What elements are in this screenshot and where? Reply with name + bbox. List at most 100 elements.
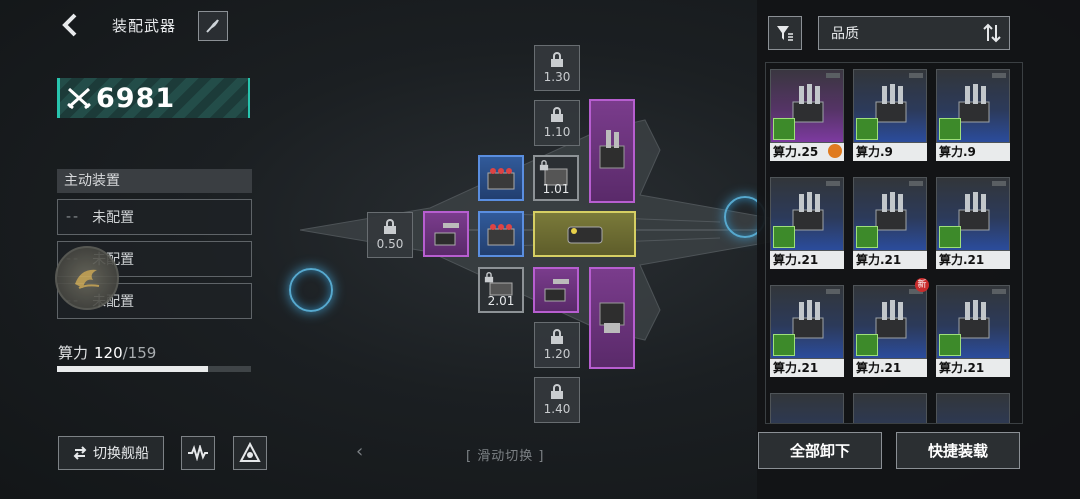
missile-pod-icon bbox=[487, 224, 515, 246]
cannon-icon bbox=[434, 223, 459, 246]
inventory-item-card[interactable]: 算力.9 bbox=[853, 69, 927, 163]
reactor-icon bbox=[567, 226, 602, 244]
turret-icon bbox=[599, 130, 625, 169]
compute-max: 159 bbox=[127, 344, 157, 362]
inventory-item-card[interactable]: 算力.21 bbox=[936, 285, 1010, 379]
slot-ratio: 1.30 bbox=[543, 70, 571, 84]
lock-icon bbox=[539, 160, 549, 171]
sort-label: 品质 bbox=[831, 26, 859, 42]
item-art bbox=[853, 177, 927, 251]
locked-slot-left[interactable]: 0.50 bbox=[367, 212, 413, 258]
switch-ship-button[interactable]: 切换舰船 bbox=[58, 436, 164, 470]
inventory-item-card[interactable] bbox=[770, 393, 844, 423]
upgrade-arrow-icon bbox=[939, 334, 961, 356]
item-compute-label: 算力.21 bbox=[770, 251, 844, 269]
unload-all-label: 全部卸下 bbox=[789, 442, 850, 460]
equipped-slot-armor-2[interactable]: 2.01 bbox=[478, 267, 524, 313]
slot-label: 未配置 bbox=[92, 210, 135, 226]
item-art bbox=[936, 69, 1010, 143]
slot-dash: -- bbox=[66, 209, 81, 225]
slot-ratio: 2.01 bbox=[487, 294, 515, 308]
upgrade-arrow-icon bbox=[939, 226, 961, 248]
inventory-item-card[interactable]: 算力.21 bbox=[770, 285, 844, 379]
emblem-icon bbox=[75, 269, 100, 289]
locked-slot-top-2[interactable]: 1.10 bbox=[534, 100, 580, 146]
inventory-item-card[interactable]: 算力.21 bbox=[936, 177, 1010, 271]
inventory-item-card[interactable]: 算力.21 bbox=[853, 177, 927, 271]
equipped-slot-large-bottom[interactable] bbox=[589, 267, 635, 369]
unload-all-button[interactable]: 全部卸下 bbox=[758, 432, 882, 469]
sort-arrows-icon bbox=[983, 23, 1001, 43]
compute-progress-fill bbox=[57, 366, 209, 372]
locked-slot-bottom-2[interactable]: 1.40 bbox=[534, 377, 580, 423]
weapon-icon bbox=[958, 300, 990, 339]
item-compute-label: 算力.25 bbox=[770, 143, 844, 161]
weapon-icon bbox=[792, 300, 824, 339]
item-art bbox=[770, 69, 844, 143]
active-device-slot-1[interactable]: -- 未配置 bbox=[57, 199, 252, 235]
item-corner-mark bbox=[826, 73, 840, 78]
swords-icon bbox=[67, 87, 91, 110]
lock-icon bbox=[484, 272, 494, 283]
armor-plate-icon bbox=[489, 282, 513, 296]
locked-slot-top-1[interactable]: 1.30 bbox=[534, 45, 580, 91]
item-art bbox=[770, 285, 844, 359]
equipped-slot-left-purple[interactable] bbox=[423, 211, 469, 257]
weapon-icon bbox=[792, 192, 824, 231]
quick-equip-label: 快捷装载 bbox=[927, 442, 988, 460]
equipped-slot-armor-1[interactable]: 1.01 bbox=[533, 155, 579, 201]
swipe-hint: [ 滑动切换 ] bbox=[466, 449, 545, 464]
equipped-slot-bottom-purple[interactable] bbox=[533, 267, 579, 313]
item-art bbox=[853, 393, 927, 423]
gear-icon bbox=[828, 144, 842, 158]
item-corner-mark bbox=[826, 181, 840, 186]
inventory-item-card[interactable] bbox=[936, 393, 1010, 423]
lock-icon bbox=[551, 107, 563, 122]
formation-button[interactable] bbox=[233, 436, 267, 470]
quill-button[interactable] bbox=[198, 11, 228, 41]
compute-used: 120 bbox=[94, 344, 123, 362]
lock-icon bbox=[551, 52, 563, 67]
slot-ratio: 1.20 bbox=[543, 347, 571, 361]
swipe-hint-text: 滑动切换 bbox=[477, 449, 534, 464]
equipped-slot-large-top[interactable] bbox=[589, 99, 635, 203]
emblem-button[interactable] bbox=[55, 246, 119, 310]
slot-ratio: 0.50 bbox=[376, 237, 404, 251]
slot-ratio: 1.40 bbox=[543, 402, 571, 416]
item-corner-mark bbox=[909, 289, 923, 294]
upgrade-arrow-icon bbox=[856, 334, 878, 356]
item-art bbox=[770, 393, 844, 423]
filter-button[interactable] bbox=[768, 16, 802, 50]
filter-icon bbox=[777, 26, 793, 41]
inventory-item-card[interactable] bbox=[853, 393, 927, 423]
upgrade-arrow-icon bbox=[773, 118, 795, 140]
item-art bbox=[770, 177, 844, 251]
weapon-icon bbox=[958, 192, 990, 231]
inventory-item-card[interactable]: 算力.25 bbox=[770, 69, 844, 163]
weapon-icon bbox=[958, 84, 990, 123]
swipe-left-chevron-icon[interactable]: ‹ bbox=[356, 441, 364, 462]
item-corner-mark bbox=[992, 181, 1006, 186]
item-corner-mark bbox=[826, 289, 840, 294]
quick-equip-button[interactable]: 快捷装载 bbox=[896, 432, 1020, 469]
wave-button[interactable] bbox=[181, 436, 215, 470]
item-corner-mark bbox=[909, 181, 923, 186]
equipped-slot-missile-1[interactable] bbox=[478, 155, 524, 201]
sort-quality-select[interactable]: 品质 bbox=[818, 16, 1010, 50]
equipped-slot-core[interactable] bbox=[533, 211, 636, 257]
upgrade-arrow-icon bbox=[856, 226, 878, 248]
equipped-slot-missile-2[interactable] bbox=[478, 211, 524, 257]
locked-slot-bottom-1[interactable]: 1.20 bbox=[534, 322, 580, 368]
power-value: 6981 bbox=[96, 82, 176, 114]
compute-label: 算力 bbox=[58, 344, 89, 362]
inventory-item-card[interactable]: 算力.21 bbox=[770, 177, 844, 271]
item-compute-label: 算力.9 bbox=[853, 143, 927, 161]
item-corner-mark bbox=[909, 73, 923, 78]
inventory-item-card[interactable]: 算力.9 bbox=[936, 69, 1010, 163]
item-art bbox=[936, 177, 1010, 251]
back-button[interactable] bbox=[56, 10, 86, 40]
item-art bbox=[853, 285, 927, 359]
item-compute-label: 算力.9 bbox=[936, 143, 1010, 161]
